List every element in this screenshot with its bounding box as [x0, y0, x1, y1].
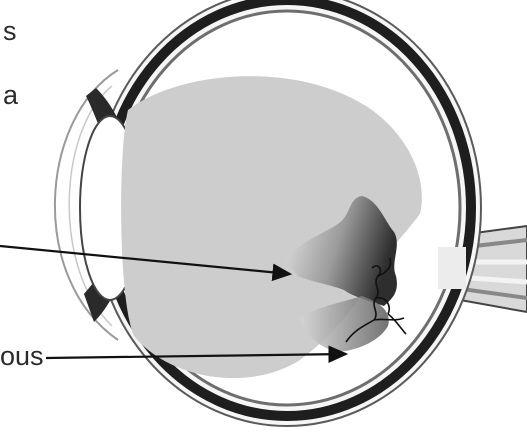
- label-fragment-1: s: [3, 18, 17, 45]
- label-fragment-3: ous: [0, 343, 44, 370]
- label-fragment-2: a: [3, 82, 18, 109]
